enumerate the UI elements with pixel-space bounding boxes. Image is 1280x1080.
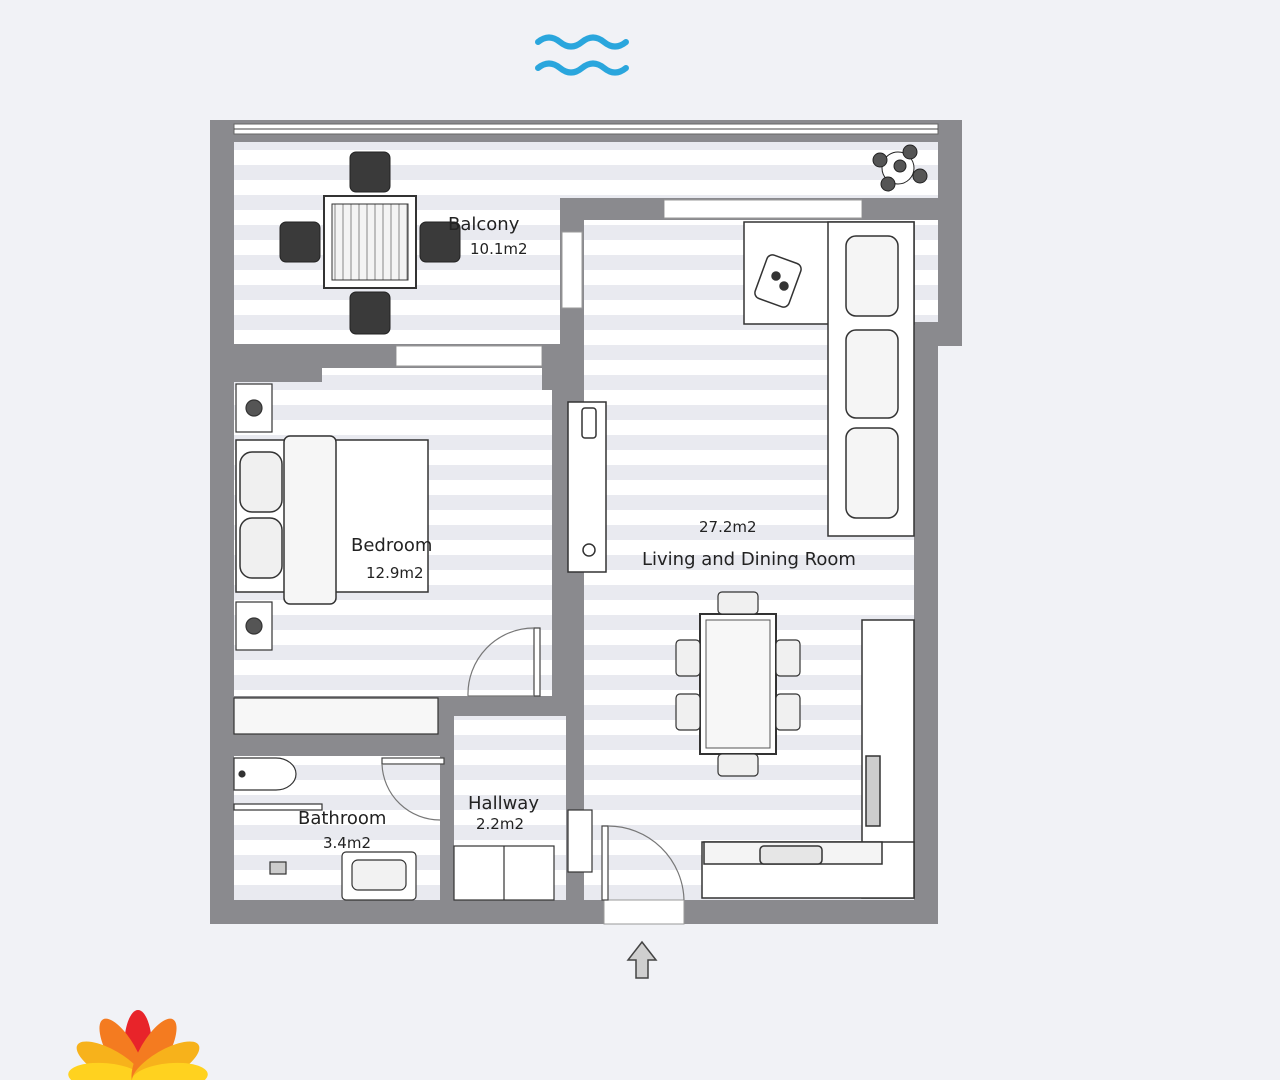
pillow — [239, 517, 283, 579]
balcony-dining-set — [279, 151, 461, 335]
nightstands — [235, 383, 273, 651]
plant-icon — [872, 144, 928, 192]
entrance-door — [601, 825, 609, 901]
dining-chairs — [675, 591, 801, 777]
room-area-hallway: 2.2m2 — [476, 815, 525, 833]
sofa — [743, 221, 915, 537]
water-waves-icon — [535, 34, 629, 76]
bed — [235, 435, 429, 605]
room-area-bedroom: 12.9m2 — [366, 564, 424, 582]
flower-logo-icon — [68, 1010, 208, 1080]
room-label-bedroom: Bedroom — [351, 535, 433, 556]
room-area-balcony: 10.1m2 — [470, 240, 528, 258]
toilet — [233, 757, 297, 791]
chair-left — [279, 221, 321, 263]
sink — [759, 845, 823, 865]
room-label-hallway: Hallway — [468, 793, 539, 814]
shower-drain — [269, 861, 287, 875]
entrance-opening — [603, 899, 685, 925]
kitchen-counter — [701, 619, 915, 899]
tv-unit — [567, 401, 607, 573]
bedroom-door — [533, 627, 541, 697]
entrance-arrow-icon — [626, 940, 658, 979]
balcony-railing — [233, 123, 939, 135]
dining-set — [675, 591, 801, 777]
stove — [865, 755, 881, 827]
living-side-window — [561, 231, 583, 309]
shower-rail — [233, 803, 323, 811]
room-label-balcony: Balcony — [448, 214, 520, 235]
remote-tray — [754, 254, 802, 308]
hallway-cabinet — [453, 845, 555, 901]
bedroom-floor-top — [322, 368, 552, 384]
room-label-living: Living and Dining Room — [642, 549, 856, 570]
bathroom-fixtures — [233, 757, 417, 901]
room-area-bathroom: 3.4m2 — [323, 834, 372, 852]
chair-right — [419, 221, 461, 263]
room-label-bathroom: Bathroom — [298, 808, 387, 829]
wardrobe — [233, 697, 439, 735]
balcony-floor — [234, 142, 938, 198]
room-area-living: 27.2m2 — [699, 518, 757, 536]
pillow — [239, 451, 283, 513]
shoe-cabinet — [567, 809, 593, 873]
chair-top — [349, 151, 391, 193]
bedroom-window — [395, 345, 543, 367]
balcony-chairs — [279, 151, 461, 335]
doors — [381, 627, 685, 901]
bathroom-door — [381, 757, 445, 765]
living-window — [663, 199, 863, 219]
chair-bottom — [349, 291, 391, 335]
